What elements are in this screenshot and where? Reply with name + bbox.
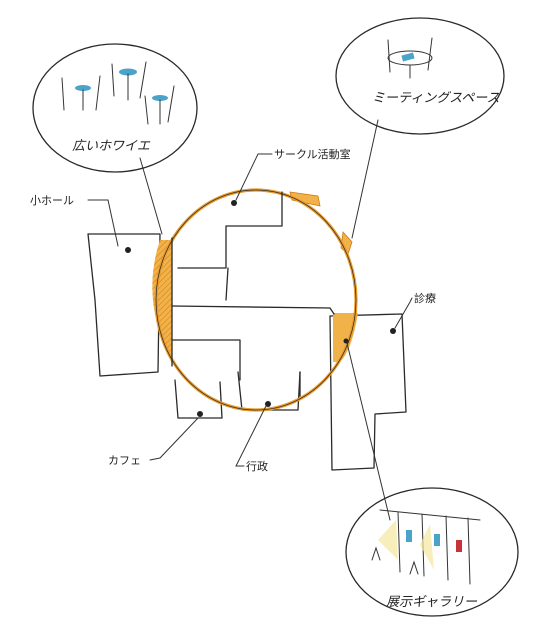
circle-ring: [154, 188, 358, 412]
central-circle: [152, 188, 358, 412]
label-wide-foyer: 広いホワイエ: [72, 139, 151, 154]
leader-cafe: [149, 417, 199, 461]
meeting-sketch: [387, 37, 433, 79]
small-hall-block: [87, 233, 161, 377]
foyer-bubble-outline: [32, 43, 198, 173]
circle-ring-ink: [155, 189, 357, 411]
plan-line: [171, 339, 241, 381]
leader-dots: [125, 200, 396, 417]
plan-line: [225, 267, 229, 301]
label-small-hall: 小ホール: [30, 194, 74, 207]
meeting-bubble: [335, 17, 505, 135]
leader-circle-room: [235, 153, 273, 201]
dot-cafe: [197, 411, 203, 417]
label-admin: 行政: [246, 459, 268, 473]
foyer-sketch: [61, 61, 175, 125]
label-meeting-space: ミーティングスペース: [372, 91, 500, 106]
dot-circle-room: [231, 200, 237, 206]
meeting-bubble-outline: [335, 17, 505, 135]
label-circle-room: サークル活動室: [274, 147, 351, 161]
clinic-block: [329, 313, 407, 471]
cafe-block: [174, 379, 223, 419]
building-blocks: [87, 233, 407, 471]
foyer-bubble: [32, 43, 198, 173]
leader-clinic: [394, 297, 413, 329]
hatched-left-segment: [152, 240, 172, 362]
label-cafe: カフェ: [108, 454, 141, 467]
dot-admin: [265, 401, 271, 407]
leader-foyer: [139, 157, 163, 235]
label-gallery: 展示ギャラリー: [386, 594, 478, 610]
label-clinic: 診療: [414, 291, 436, 305]
gallery-bubble: [345, 487, 519, 617]
leader-meeting: [351, 119, 379, 239]
plan-line: [171, 305, 335, 315]
leader-admin: [235, 405, 267, 467]
leader-gallery: [346, 342, 391, 521]
leader-lines: [87, 119, 413, 521]
dot-clinic: [390, 328, 396, 334]
gallery-bubble-outline: [345, 487, 519, 617]
plan-line: [177, 191, 283, 269]
gallery-sketch: [371, 509, 481, 585]
dot-gallery: [343, 338, 349, 344]
dot-small-hall: [125, 247, 131, 253]
leader-small-hall: [87, 199, 119, 247]
